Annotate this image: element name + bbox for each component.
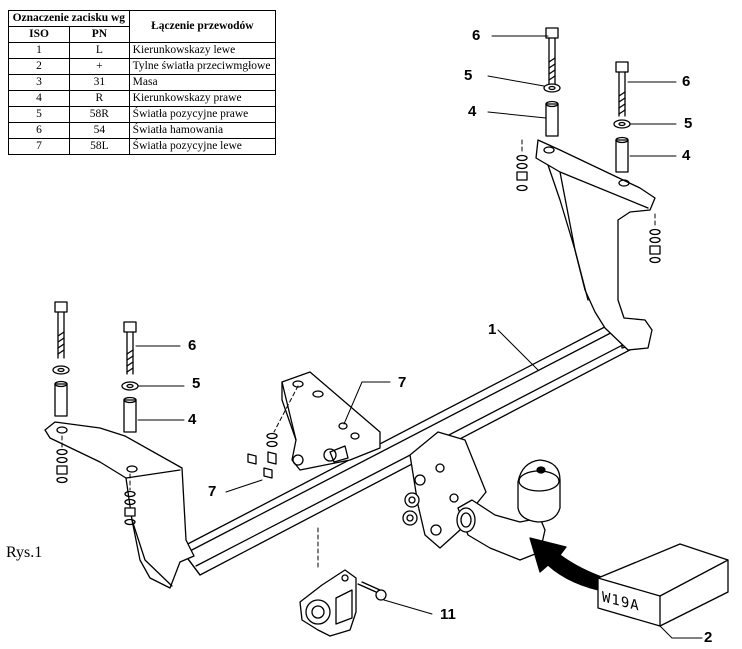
table-header-pn: PN bbox=[69, 26, 130, 43]
bolt-stack-right-2 bbox=[613, 61, 631, 173]
bolt-stack-right-1 bbox=[543, 27, 561, 137]
row-pn: + bbox=[69, 58, 130, 75]
callout-5: 5 bbox=[464, 67, 473, 84]
table-row: 3 31 Masa bbox=[7, 74, 277, 91]
nut-stack-right-b bbox=[649, 228, 661, 264]
row-pn: 58R bbox=[69, 106, 130, 123]
callout-5: 5 bbox=[192, 375, 201, 392]
table-row: 7 58L Światła pozycyjne lewe bbox=[7, 138, 277, 155]
nut-stack-left-a bbox=[56, 448, 68, 484]
callout-6: 6 bbox=[682, 73, 691, 90]
row-iso: 2 bbox=[7, 58, 71, 75]
callout-2: 2 bbox=[704, 629, 713, 646]
row-desc: Kierunkowskazy prawe bbox=[128, 90, 277, 107]
row-iso: 6 bbox=[7, 122, 71, 139]
table-row: 2 + Tylne światła przeciwmgłowe bbox=[7, 58, 277, 75]
row-iso: 5 bbox=[7, 106, 71, 123]
callout-1: 1 bbox=[488, 321, 497, 338]
table-row: 6 54 Światła hamowania bbox=[7, 122, 277, 139]
nut-stack-left-b bbox=[124, 490, 136, 526]
row-iso: 7 bbox=[7, 138, 71, 155]
row-iso: 4 bbox=[7, 90, 71, 107]
leader-lines bbox=[135, 35, 703, 639]
table-row: 4 R Kierunkowskazy prawe bbox=[7, 90, 277, 107]
row-desc: Światła pozycyjne lewe bbox=[128, 138, 277, 155]
callout-6: 6 bbox=[188, 337, 197, 354]
callout-4: 4 bbox=[468, 103, 477, 120]
right-side-bracket bbox=[535, 139, 656, 351]
table-header-iso: ISO bbox=[7, 26, 71, 43]
row-pn: 58L bbox=[69, 138, 130, 155]
row-desc: Masa bbox=[128, 74, 277, 91]
callout-6: 6 bbox=[472, 27, 481, 44]
row-pn: 31 bbox=[69, 74, 130, 91]
nut-stack-right-a bbox=[516, 154, 528, 192]
left-side-bracket bbox=[44, 421, 195, 589]
table-row: 1 L Kierunkowskazy lewe bbox=[7, 42, 277, 59]
wiring-table: Oznaczenie zacisku wg Łączenie przewodów… bbox=[7, 10, 277, 155]
figure-label: Rys.1 bbox=[6, 544, 43, 561]
centre-bracket bbox=[281, 371, 381, 471]
callout-4: 4 bbox=[188, 411, 197, 428]
tow-ball-neck bbox=[456, 459, 561, 561]
socket-plate bbox=[299, 569, 357, 637]
row-desc: Kierunkowskazy lewe bbox=[128, 42, 277, 59]
main-crossbeam bbox=[179, 317, 646, 576]
hook-bolts bbox=[402, 492, 420, 526]
row-desc: Światła hamowania bbox=[128, 122, 277, 139]
callout-5: 5 bbox=[684, 115, 693, 132]
nut-stack-centre bbox=[247, 432, 278, 479]
callout-7: 7 bbox=[398, 374, 407, 391]
socket-bolt bbox=[357, 581, 387, 601]
table-header-group: Oznaczenie zacisku wg bbox=[8, 10, 130, 27]
callout-7: 7 bbox=[208, 483, 217, 500]
row-desc: Światła pozycyjne prawe bbox=[128, 106, 277, 123]
pointer-arrow bbox=[529, 537, 611, 593]
table-row: 5 58R Światła pozycyjne prawe bbox=[7, 106, 277, 123]
row-iso: 1 bbox=[7, 42, 71, 59]
bolt-stack-left-1 bbox=[52, 301, 70, 417]
row-iso: 3 bbox=[7, 74, 71, 91]
assembly-dashed-lines bbox=[61, 139, 656, 571]
table-header-connection: Łączenie przewodów bbox=[128, 10, 277, 43]
row-pn: 54 bbox=[69, 122, 130, 139]
product-box bbox=[597, 543, 729, 627]
row-desc: Tylne światła przeciwmgłowe bbox=[128, 58, 277, 75]
callout-4: 4 bbox=[682, 147, 691, 164]
row-pn: L bbox=[69, 42, 130, 59]
bolt-stack-left-2 bbox=[121, 321, 139, 433]
row-pn: R bbox=[69, 90, 130, 107]
callout-11: 11 bbox=[440, 606, 456, 623]
